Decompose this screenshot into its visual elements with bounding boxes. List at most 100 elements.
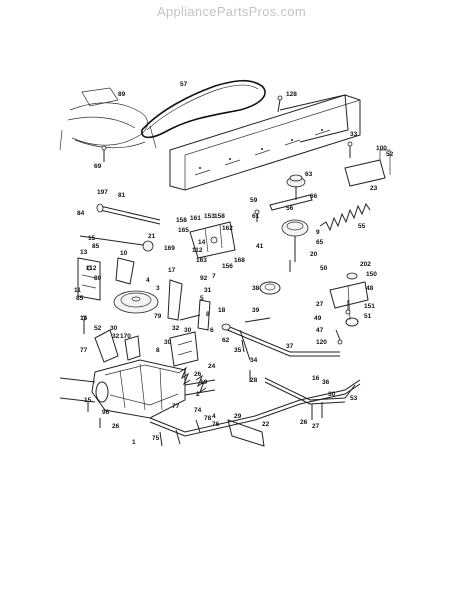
idler-pulley-assembly	[259, 174, 313, 295]
callout-label: 3	[156, 285, 160, 292]
callout-label: 6	[210, 327, 214, 334]
callout-label: 161	[190, 215, 201, 222]
callout-label: 27	[312, 423, 320, 430]
shift-rod	[79, 203, 161, 247]
callout-label: 53	[350, 395, 358, 402]
callout-label: 150	[366, 271, 377, 278]
callout-label: 163	[196, 257, 207, 264]
callout-label: 30	[164, 339, 172, 346]
callout-label: 202	[360, 261, 371, 268]
callout-label: 100	[376, 145, 387, 152]
callout-label: 153	[204, 213, 215, 220]
callout-label: 55	[358, 223, 366, 230]
callout-label: 15	[88, 235, 96, 242]
shift-lever	[94, 329, 141, 363]
callout-label: 158	[214, 213, 225, 220]
callout-label: 169	[164, 245, 175, 252]
clutch-rod	[221, 323, 340, 361]
callout-label: 151	[364, 303, 375, 310]
callout-label: 66	[310, 193, 318, 200]
shift-knob-21	[142, 240, 154, 252]
callout-label: 36	[322, 379, 330, 386]
callout-label: 49	[314, 315, 322, 322]
shift-plate	[115, 257, 135, 285]
callout-label: 165	[178, 227, 189, 234]
callout-label: 32	[112, 333, 120, 340]
callout-label: 38	[252, 285, 260, 292]
callout-label: 162	[222, 225, 233, 232]
callout-label: 21	[148, 233, 156, 240]
callout-label: 112	[86, 265, 97, 272]
callout-label: 19	[200, 379, 208, 386]
callout-label: 74	[194, 407, 202, 414]
callout-labels: 89 57 128 69 33 100 52 63 23 197 81 66 5…	[74, 81, 394, 446]
callout-label: 33	[350, 131, 358, 138]
callout-label: 59	[250, 197, 258, 204]
main-frame	[169, 94, 361, 191]
callout-label: 11	[74, 287, 81, 294]
callout-label: 51	[364, 313, 372, 320]
callout-label: 63	[305, 171, 313, 178]
callout-label: 77	[172, 403, 180, 410]
callout-label: 56	[286, 205, 294, 212]
callout-label: 30	[184, 327, 192, 334]
hardware-parts	[81, 95, 353, 447]
springs-24-19	[179, 366, 207, 394]
callout-label: 85	[92, 243, 100, 250]
callout-label: 8	[206, 311, 210, 318]
callout-label: 29	[234, 413, 242, 420]
callout-label: 35	[234, 347, 242, 354]
callout-label: 22	[262, 421, 270, 428]
callout-label: 92	[200, 275, 208, 282]
callout-label: 69	[94, 163, 102, 170]
callout-label: 14	[198, 239, 206, 246]
callout-label: 9	[316, 229, 320, 236]
callout-label: 120	[316, 339, 327, 346]
callout-label: 62	[222, 337, 230, 344]
callout-label: 26	[300, 419, 308, 426]
callout-label: 79	[154, 313, 162, 320]
callout-label: 57	[180, 81, 188, 88]
callout-label: 24	[208, 363, 216, 370]
callout-label: 31	[204, 287, 212, 294]
callout-label: 30	[328, 391, 336, 398]
transaxle-housing	[59, 359, 216, 419]
watermark-text: AppliancePartsPros.com	[157, 4, 306, 19]
shift-bracket	[77, 257, 101, 301]
callout-label: 52	[386, 151, 394, 158]
seat-body-outline	[59, 87, 157, 151]
callout-label: 81	[118, 192, 126, 199]
spring-55	[319, 202, 371, 232]
callout-label: 13	[80, 249, 88, 256]
brake-linkage	[167, 279, 211, 331]
callout-label: 16	[312, 375, 320, 382]
callout-label: 78	[204, 415, 212, 422]
callout-label: 156	[222, 263, 233, 270]
callout-label: 77	[80, 347, 88, 354]
callout-label: 197	[97, 189, 108, 196]
callout-label: 47	[316, 327, 324, 334]
drive-belt	[141, 79, 266, 139]
callout-label: 4	[212, 413, 216, 420]
callout-label: 128	[286, 91, 297, 98]
bracket-48	[329, 272, 369, 327]
transaxle-pulley	[113, 290, 159, 314]
callout-label: 96	[102, 409, 110, 416]
callout-label: 52	[94, 325, 102, 332]
callout-label: 26	[112, 423, 120, 430]
callout-label: 65	[316, 239, 324, 246]
callout-label: 37	[286, 343, 294, 350]
callout-label: 28	[250, 377, 258, 384]
callout-label: 50	[320, 265, 328, 272]
callout-label: 112	[192, 247, 203, 254]
callout-label: 23	[370, 185, 378, 192]
callout-label: 7	[212, 273, 216, 280]
callout-label: 85	[76, 295, 84, 302]
callout-label: 170	[120, 333, 131, 340]
pivot-bracket	[189, 221, 236, 259]
callout-label: 158	[176, 217, 187, 224]
callout-label: 16	[80, 315, 88, 322]
callout-label: 76	[212, 421, 220, 428]
callout-label: 39	[252, 307, 260, 314]
